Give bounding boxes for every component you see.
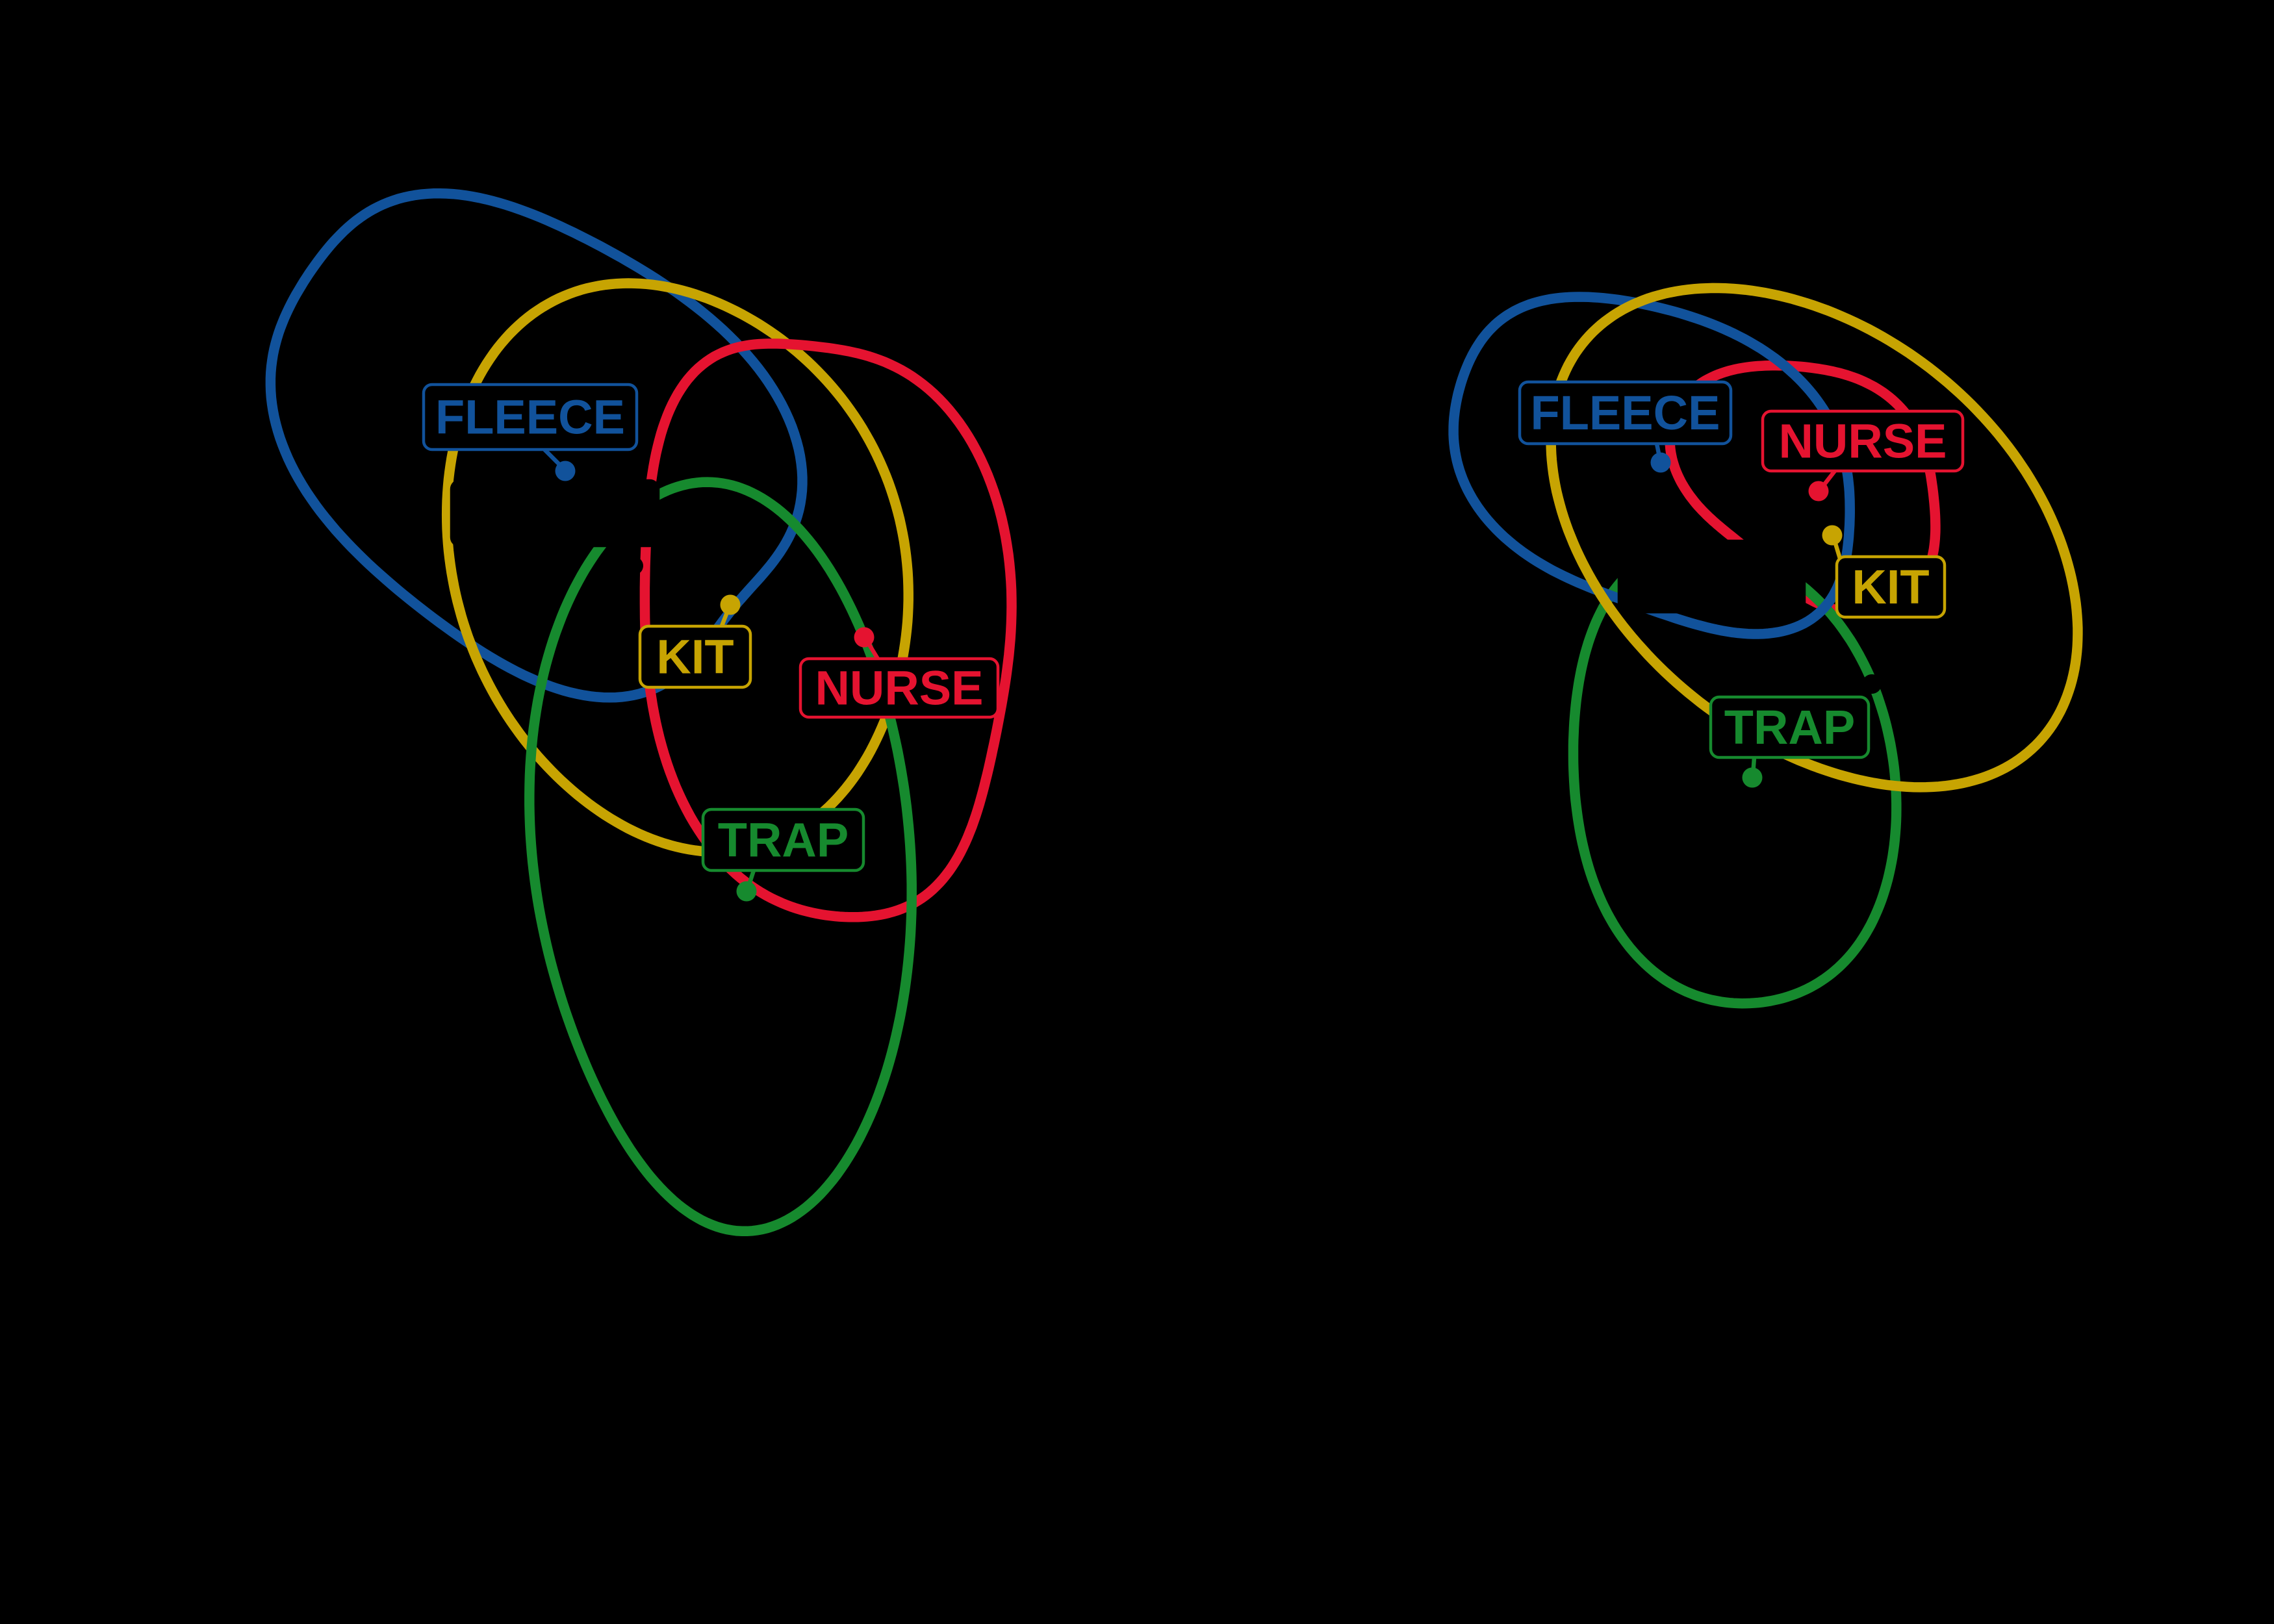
svg-text:KIT: KIT (656, 630, 734, 684)
svg-text:NURSE: NURSE (1778, 414, 1947, 468)
svg-text:FLEECE: FLEECE (1531, 386, 1720, 440)
svg-text:TRAP: TRAP (1724, 700, 1855, 754)
svg-text:FLEECE: FLEECE (435, 390, 625, 444)
svg-text:NURSE: NURSE (815, 661, 983, 715)
svg-text:KIT: KIT (1852, 560, 1929, 614)
svg-text:TRAP: TRAP (718, 813, 849, 867)
